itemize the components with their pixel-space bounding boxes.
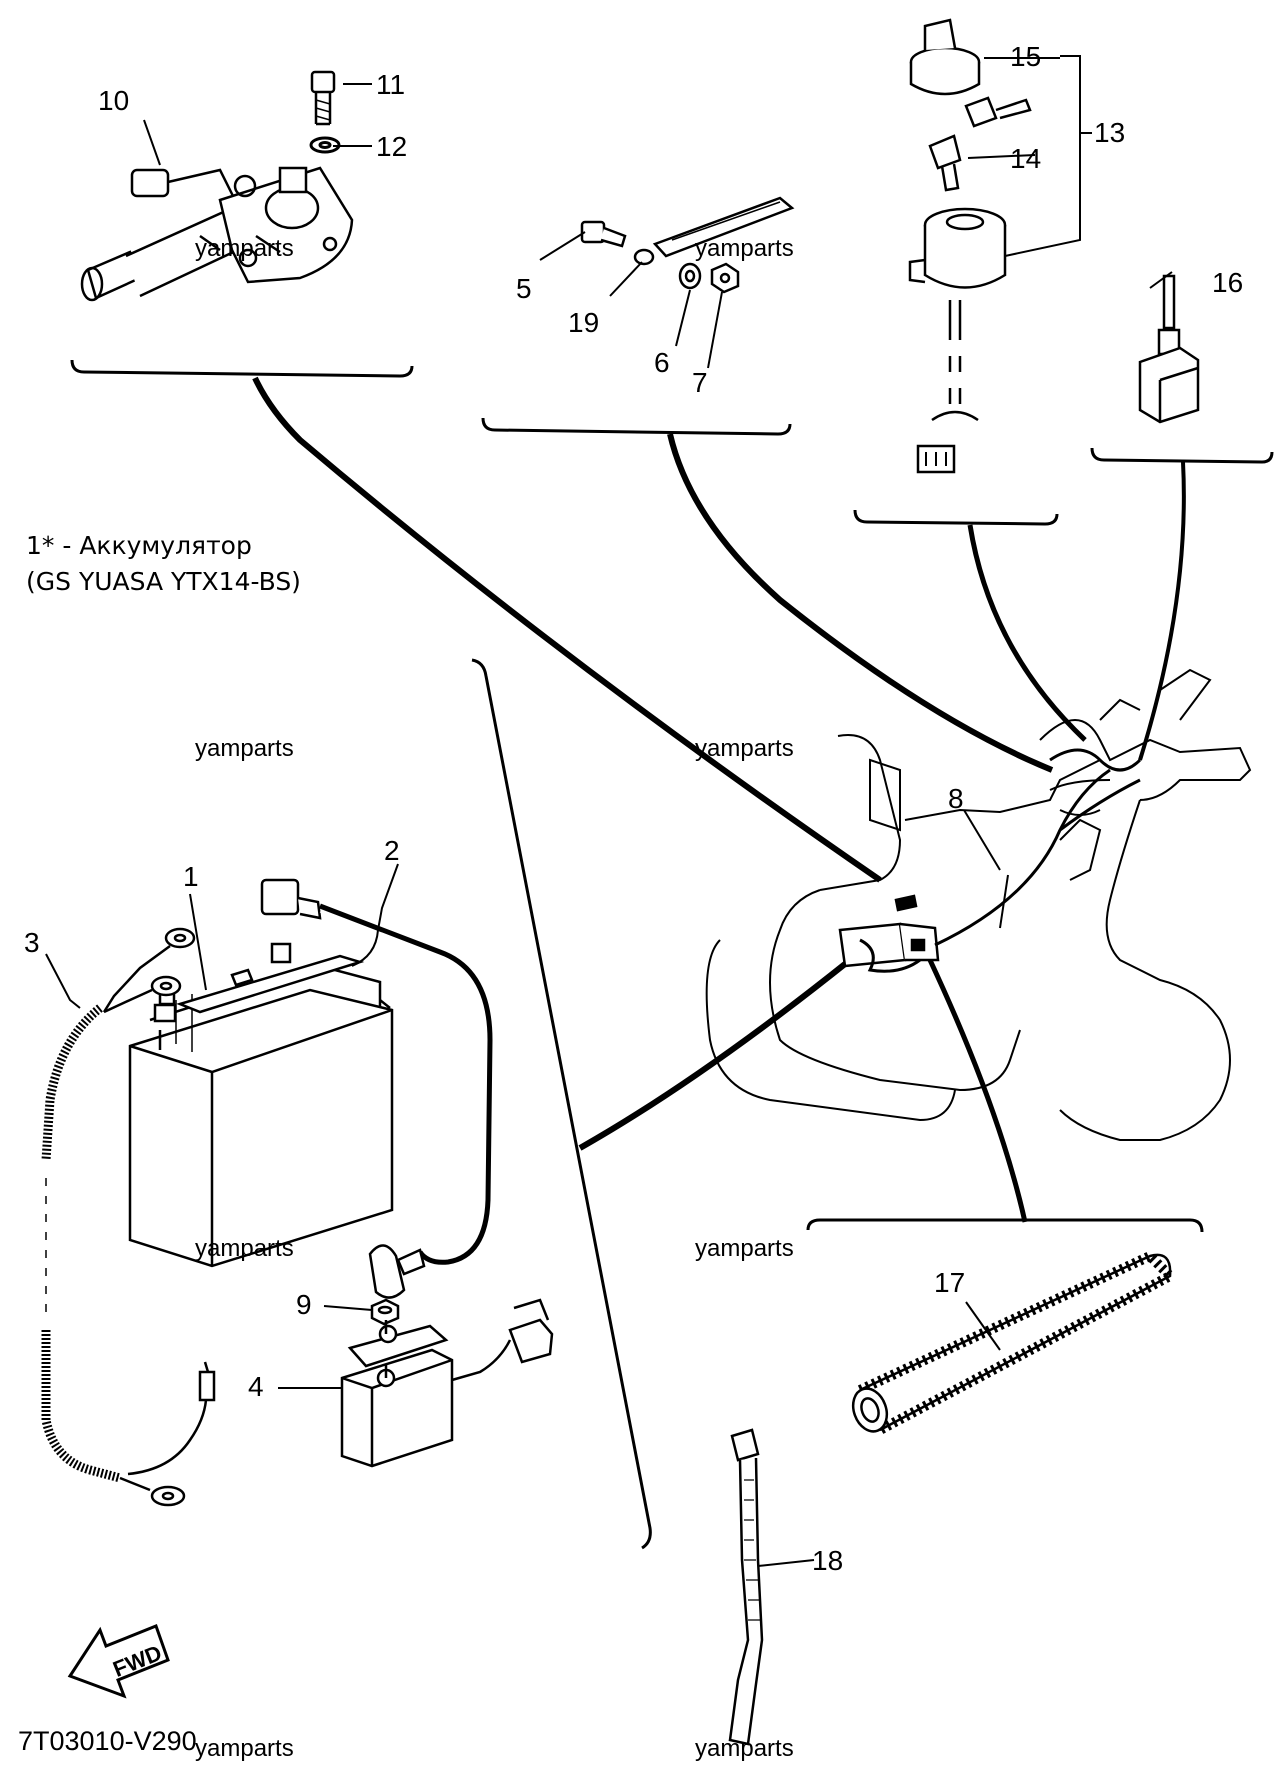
watermark: yamparts	[695, 735, 794, 762]
watermark: yamparts	[695, 235, 794, 262]
callout-numbers: 1 2 3 4 5 6 7 8 9 10 11 12 13 14 15 16 1…	[24, 41, 1243, 1576]
part-17-protector-tube	[851, 1249, 1179, 1437]
part-13-main-switch	[908, 207, 1007, 474]
part-3-negative-cable	[41, 927, 216, 1507]
callout-15: 15	[1010, 41, 1041, 72]
part-4-starter-relay	[340, 1298, 554, 1468]
callout-18: 18	[812, 1545, 843, 1576]
callout-13: 13	[1094, 117, 1125, 148]
callout-4: 4	[248, 1371, 264, 1402]
part-5-bolt	[580, 220, 627, 248]
vehicle-harness-connector	[838, 894, 940, 973]
watermark: yamparts	[695, 1235, 794, 1262]
part-8-wire-harness	[934, 748, 1142, 947]
callout-6: 6	[654, 347, 670, 378]
part-6-washer	[678, 262, 702, 290]
part-10-motor	[80, 166, 354, 302]
watermark: yamparts	[195, 235, 294, 262]
callout-17: 17	[934, 1267, 965, 1298]
vehicle-body	[705, 668, 1252, 1141]
group-brackets	[70, 359, 1274, 1550]
callout-12: 12	[376, 131, 407, 162]
callout-8: 8	[948, 783, 964, 814]
battery-note: 1* - Аккумулятор (GS YUASA YTX14-BS)	[26, 528, 301, 600]
part-16-switch	[1138, 274, 1200, 424]
part-bracket-plate	[652, 196, 795, 258]
watermark: yamparts	[195, 1235, 294, 1262]
group-13-bracket	[967, 55, 1092, 257]
callout-11: 11	[376, 69, 405, 100]
callout-2: 2	[384, 835, 400, 866]
callout-3: 3	[24, 927, 40, 958]
part-18-cable-tie	[728, 1428, 764, 1746]
fwd-arrow-icon	[67, 1624, 170, 1699]
callout-1: 1	[183, 861, 199, 892]
figure-code: 7T03010-V290	[18, 1726, 197, 1756]
part-14-keys	[928, 96, 1032, 192]
part-9-nut	[370, 1298, 400, 1326]
callout-19: 19	[568, 307, 599, 338]
part-7-nut	[710, 262, 740, 294]
watermarks: yamparts yamparts yamparts yamparts yamp…	[195, 235, 794, 1762]
callout-7: 7	[692, 367, 708, 398]
part-2-positive-cable	[260, 878, 493, 1299]
callout-10: 10	[98, 85, 129, 116]
watermark: yamparts	[195, 735, 294, 762]
watermark: yamparts	[195, 1735, 294, 1762]
part-19-washer	[633, 248, 655, 266]
group-leader-wires	[252, 376, 1186, 1223]
callout-16: 16	[1212, 267, 1243, 298]
part-11-bolt	[310, 70, 336, 126]
callout-9: 9	[296, 1289, 312, 1320]
callout-leaders	[45, 57, 1173, 1567]
watermark: yamparts	[695, 1735, 794, 1762]
battery-note-line1: 1* - Аккумулятор	[26, 531, 252, 560]
battery-note-line2: (GS YUASA YTX14-BS)	[26, 567, 301, 596]
callout-5: 5	[516, 273, 532, 304]
callout-14: 14	[1010, 143, 1041, 174]
part-1-battery	[128, 942, 394, 1268]
part-15-cap	[909, 18, 981, 96]
